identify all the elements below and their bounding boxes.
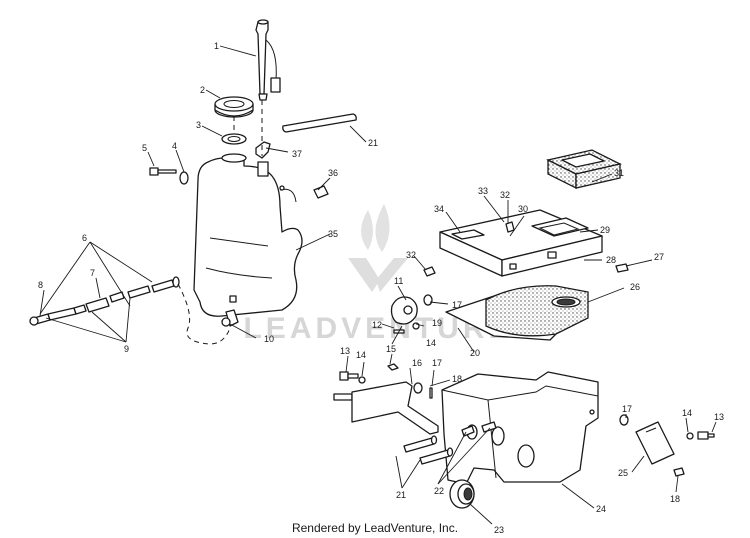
part-bracket-nut xyxy=(387,363,399,371)
part-side-grommet xyxy=(619,414,629,426)
callout-28: 28 xyxy=(606,255,616,265)
part-drain-tube-right xyxy=(419,447,454,465)
part-fuel-tank xyxy=(193,153,303,317)
callout-29: 29 xyxy=(600,225,610,235)
part-cover-clip-left xyxy=(423,266,436,277)
callout-8: 8 xyxy=(38,280,43,290)
callout-17: 17 xyxy=(452,300,462,310)
callout-17c: 17 xyxy=(622,404,632,414)
callout-16: 16 xyxy=(412,358,422,368)
part-bracket-washer xyxy=(358,376,366,384)
callout-36: 36 xyxy=(328,168,338,178)
callout-labels: 1 2 3 4 5 6 7 8 9 10 11 12 13 14 15 16 1… xyxy=(38,41,724,535)
callout-35: 35 xyxy=(328,229,338,239)
callout-32: 32 xyxy=(500,190,510,200)
callout-32b: 32 xyxy=(406,250,416,260)
callout-21b: 21 xyxy=(396,490,406,500)
part-airbox-cover xyxy=(439,209,603,277)
callout-18b: 18 xyxy=(670,494,680,504)
callout-22: 22 xyxy=(434,486,444,496)
part-side-clip xyxy=(673,467,685,477)
part-filter-element xyxy=(546,149,622,190)
callout-12: 12 xyxy=(372,320,382,330)
callout-15: 15 xyxy=(386,344,396,354)
callout-3: 3 xyxy=(196,120,201,130)
callout-19: 19 xyxy=(432,318,442,328)
callout-26: 26 xyxy=(630,282,640,292)
part-tank-filler-hose xyxy=(282,113,357,133)
part-tank-bolt xyxy=(149,167,177,176)
callout-25: 25 xyxy=(618,468,628,478)
part-tank-outlet-fitting xyxy=(221,309,239,327)
part-duct-seal xyxy=(449,479,475,509)
part-clip-right xyxy=(615,263,629,273)
callout-30: 30 xyxy=(518,204,528,214)
callout-10: 10 xyxy=(264,334,274,344)
callout-18: 18 xyxy=(452,374,462,384)
part-valve-washer xyxy=(412,322,420,330)
callout-21: 21 xyxy=(368,138,378,148)
part-fuel-line-assembly xyxy=(29,276,180,326)
part-valve-grommet xyxy=(423,294,433,306)
part-cap-gasket xyxy=(221,133,247,145)
callout-31: 31 xyxy=(614,168,624,178)
part-cover-clip-top xyxy=(505,221,515,233)
callout-23: 23 xyxy=(494,525,504,535)
part-side-bolt xyxy=(697,431,715,440)
callout-14c: 14 xyxy=(682,408,692,418)
callout-9: 9 xyxy=(124,344,129,354)
part-tank-bracket xyxy=(313,185,329,199)
part-bolt-washer xyxy=(179,171,189,185)
part-vent-fitting xyxy=(255,141,271,159)
part-mounting-bracket xyxy=(333,381,439,435)
part-drain-tube-left xyxy=(403,435,438,453)
callout-14b: 14 xyxy=(356,350,366,360)
part-fuel-sender-tube xyxy=(255,19,281,101)
part-side-washer xyxy=(686,432,694,440)
callout-11: 11 xyxy=(394,276,403,286)
callout-1: 1 xyxy=(214,41,219,51)
part-bracket-grommet xyxy=(413,382,423,394)
callout-13b: 13 xyxy=(714,412,724,422)
part-breather-valve xyxy=(390,296,418,325)
callout-2: 2 xyxy=(200,85,205,95)
callout-13: 13 xyxy=(340,346,350,356)
callout-37: 37 xyxy=(292,149,302,159)
callout-20: 20 xyxy=(470,348,480,358)
part-side-plate xyxy=(635,421,675,465)
part-bracket-rivet xyxy=(429,387,433,399)
leader-lines xyxy=(39,45,717,525)
callout-4: 4 xyxy=(172,141,177,151)
callout-34: 34 xyxy=(434,204,444,214)
callout-33: 33 xyxy=(478,186,488,196)
callout-7: 7 xyxy=(90,268,95,278)
callout-24: 24 xyxy=(596,504,606,514)
callout-14: 14 xyxy=(426,338,436,348)
callout-27: 27 xyxy=(654,252,664,262)
part-filter-foam xyxy=(485,285,589,337)
part-fuel-cap xyxy=(214,96,254,118)
footer-credit: Rendered by LeadVenture, Inc. xyxy=(291,521,459,535)
part-bracket-bolt xyxy=(339,371,359,381)
callout-17b: 17 xyxy=(432,358,442,368)
callout-5: 5 xyxy=(142,143,147,153)
callout-6: 6 xyxy=(82,233,87,243)
